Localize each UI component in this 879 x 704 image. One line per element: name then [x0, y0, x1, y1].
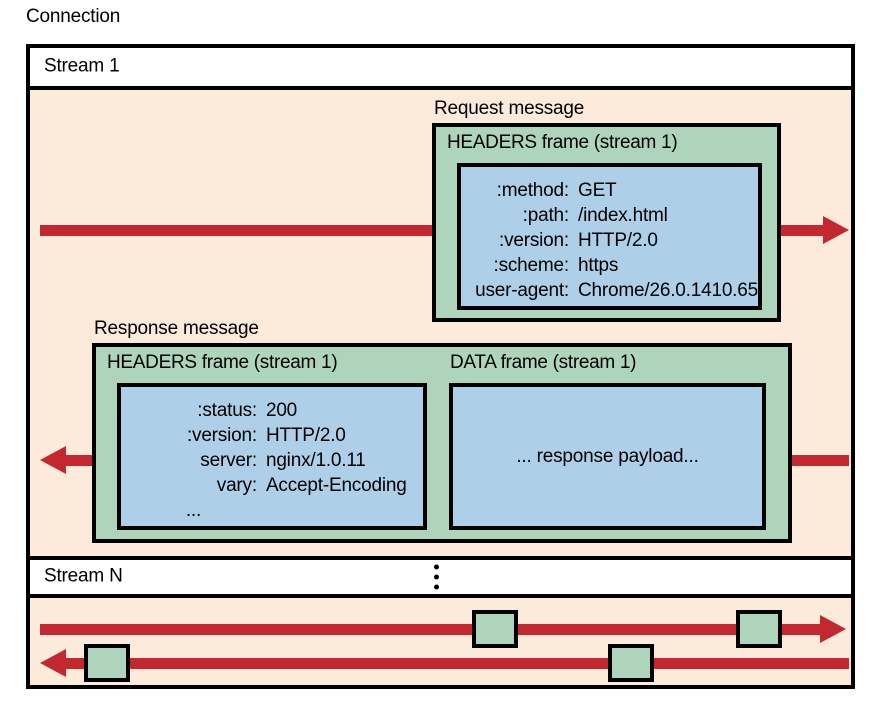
response-payload-text: ... response payload...	[516, 445, 699, 467]
stream-1-label: Stream 1	[44, 55, 120, 77]
stream-n-inbound-arrow	[40, 649, 849, 677]
table-row: :method: GET	[461, 178, 758, 203]
arrowhead-left-icon	[40, 446, 66, 474]
request-headers-payload: :method: GET :path: /index.html :version…	[457, 163, 762, 310]
request-arrow-outbound-segment	[779, 216, 849, 244]
arrowhead-left-icon	[40, 649, 66, 677]
response-data-frame-title: DATA frame (stream 1)	[450, 352, 637, 373]
arrowhead-right-icon	[823, 216, 849, 244]
stream-n-body	[30, 598, 851, 685]
table-row: :status: 200	[121, 398, 423, 423]
stream-n-frame-block	[736, 610, 782, 648]
table-row: :version: HTTP/2.0	[121, 423, 423, 448]
table-row: vary: Accept-Encoding	[121, 473, 423, 498]
header-value: GET	[578, 180, 617, 201]
response-message-frame: HEADERS frame (stream 1) :status: 200 :v…	[92, 343, 792, 543]
table-row: server: nginx/1.0.11	[121, 448, 423, 473]
response-headers-table: :status: 200 :version: HTTP/2.0 server: …	[121, 398, 423, 523]
response-arrow-outbound-segment	[40, 446, 104, 474]
stream-n-frame-block	[608, 644, 654, 682]
arrow-shaft	[64, 658, 849, 669]
table-row: user-agent: Chrome/26.0.1410.65	[461, 278, 758, 303]
header-name: :status:	[197, 400, 257, 421]
stream-n-outbound-arrow	[40, 615, 849, 643]
header-name: user-agent:	[475, 280, 569, 301]
table-row: ...	[121, 498, 423, 523]
header-value: Accept-Encoding	[265, 475, 407, 496]
connection-frame: Stream 1 Request message	[26, 44, 855, 689]
request-headers-table: :method: GET :path: /index.html :version…	[461, 178, 758, 303]
header-name: :version:	[186, 425, 257, 446]
response-headers-rows: :status: 200 :version: HTTP/2.0 server: …	[121, 398, 423, 523]
request-message-label: Request message	[434, 98, 585, 119]
header-name: server:	[200, 450, 257, 471]
arrow-shaft	[64, 455, 104, 466]
header-value: /index.html	[578, 205, 668, 226]
header-name: vary:	[216, 475, 257, 496]
request-arrow-inbound-segment	[40, 225, 436, 236]
response-headers-frame-title: HEADERS frame (stream 1)	[107, 352, 338, 373]
request-headers-frame-title: HEADERS frame (stream 1)	[447, 132, 678, 153]
header-name: :version:	[498, 230, 569, 251]
arrow-shaft	[790, 455, 849, 466]
stream-n-frame-block	[472, 610, 518, 648]
header-value: HTTP/2.0	[265, 425, 346, 446]
table-row: :path: /index.html	[461, 203, 758, 228]
arrow-shaft	[40, 624, 822, 635]
response-arrow-inbound-segment	[790, 455, 850, 466]
header-name: :path:	[522, 205, 570, 226]
header-value: 200	[265, 400, 298, 421]
arrow-shaft	[40, 225, 436, 236]
stream-1-header-band: Stream 1	[30, 48, 851, 90]
stream-1-body: Request message HEADERS frame (stream 1)…	[30, 90, 851, 556]
arrow-shaft	[779, 225, 825, 236]
header-name: :scheme:	[493, 255, 570, 276]
request-headers-rows: :method: GET :path: /index.html :version…	[461, 178, 758, 303]
table-row: :version: HTTP/2.0	[461, 228, 758, 253]
header-name: :method:	[496, 180, 570, 201]
header-value: Chrome/26.0.1410.65	[578, 280, 758, 301]
arrowhead-right-icon	[820, 615, 846, 643]
stream-n-header-band: Stream N	[30, 556, 851, 598]
response-message-label: Response message	[94, 318, 259, 339]
header-value: nginx/1.0.11	[265, 450, 366, 471]
response-data-payload: ... response payload...	[449, 383, 766, 530]
header-value: https	[578, 255, 619, 276]
stream-n-label: Stream N	[44, 565, 123, 587]
table-row: :scheme: https	[461, 253, 758, 278]
response-headers-payload: :status: 200 :version: HTTP/2.0 server: …	[117, 383, 427, 530]
header-value	[266, 498, 423, 523]
stream-n-frame-block	[84, 644, 130, 682]
request-headers-frame: HEADERS frame (stream 1) :method: GET :p…	[432, 123, 781, 322]
header-ellipsis: ...	[185, 500, 202, 521]
connection-label: Connection	[26, 6, 121, 27]
header-value: HTTP/2.0	[578, 230, 658, 251]
vertical-ellipsis-icon	[434, 564, 439, 590]
